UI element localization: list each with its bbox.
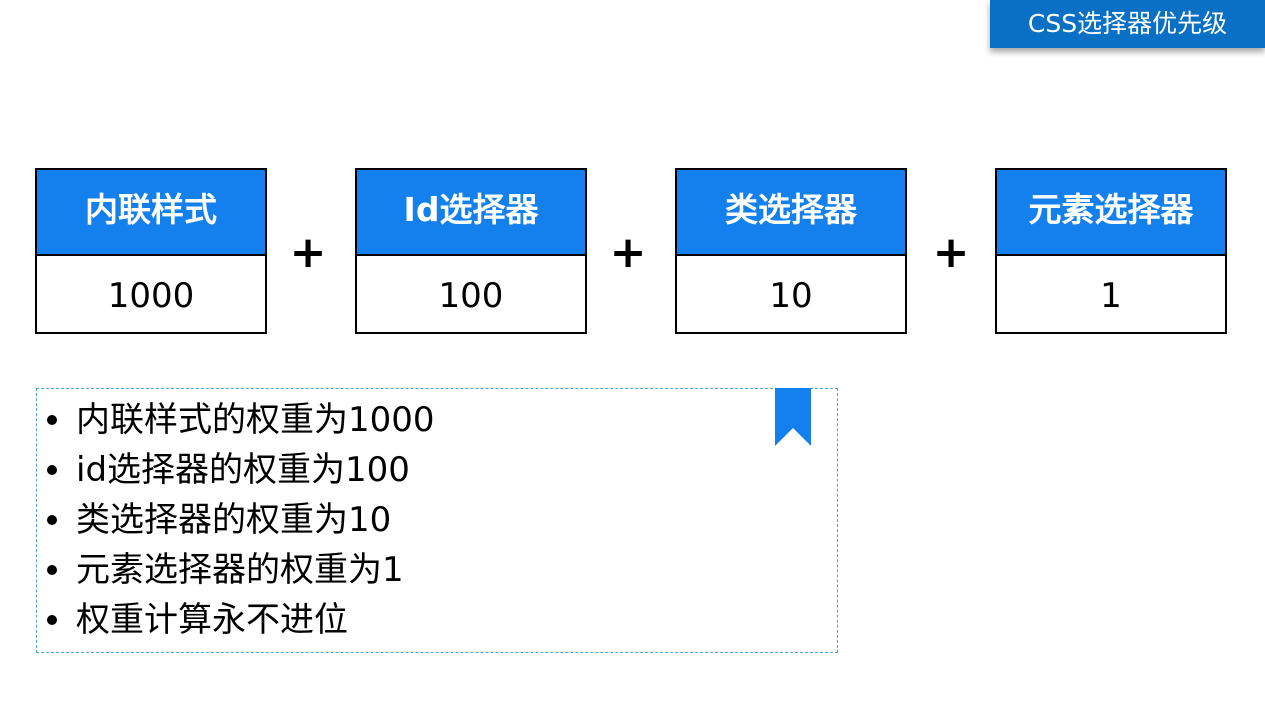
weight-box-inline-style: 内联样式 1000 [35,168,267,334]
weight-box-value: 1000 [107,276,195,316]
weight-box-label: Id选择器 [357,170,585,256]
bookmark-icon [775,388,811,446]
plus-operator: + [609,227,647,278]
plus-operator: + [289,227,327,278]
note-item: id选择器的权重为100 [45,445,837,495]
weight-box-value: 100 [438,276,504,316]
weight-box-value: 1 [1100,276,1122,316]
bullet-icon [47,565,57,575]
note-text: 元素选择器的权重为1 [76,550,404,590]
note-item: 元素选择器的权重为1 [45,545,837,595]
note-text: 类选择器的权重为10 [76,500,392,540]
weight-box-value: 10 [769,276,813,316]
slide-title-tag: CSS选择器优先级 [990,0,1265,48]
note-item: 权重计算永不进位 [45,595,837,645]
note-text: 权重计算永不进位 [76,600,348,640]
weight-box-id-selector: Id选择器 100 [355,168,587,334]
note-item: 类选择器的权重为10 [45,495,837,545]
weight-box-label: 内联样式 [37,170,265,256]
bullet-icon [47,515,57,525]
bullet-icon [47,615,57,625]
note-item: 内联样式的权重为1000 [45,395,837,445]
weight-box-element-selector: 元素选择器 1 [995,168,1227,334]
bullet-icon [47,465,57,475]
bullet-icon [47,415,57,425]
note-text: id选择器的权重为100 [76,450,410,490]
weight-box-label: 元素选择器 [997,170,1225,256]
note-text: 内联样式的权重为1000 [76,400,435,440]
weight-box-label: 类选择器 [677,170,905,256]
notes-panel: 内联样式的权重为1000 id选择器的权重为100 类选择器的权重为10 元素选… [36,388,838,653]
plus-operator: + [932,227,970,278]
weight-box-class-selector: 类选择器 10 [675,168,907,334]
notes-list: 内联样式的权重为1000 id选择器的权重为100 类选择器的权重为10 元素选… [37,389,837,645]
